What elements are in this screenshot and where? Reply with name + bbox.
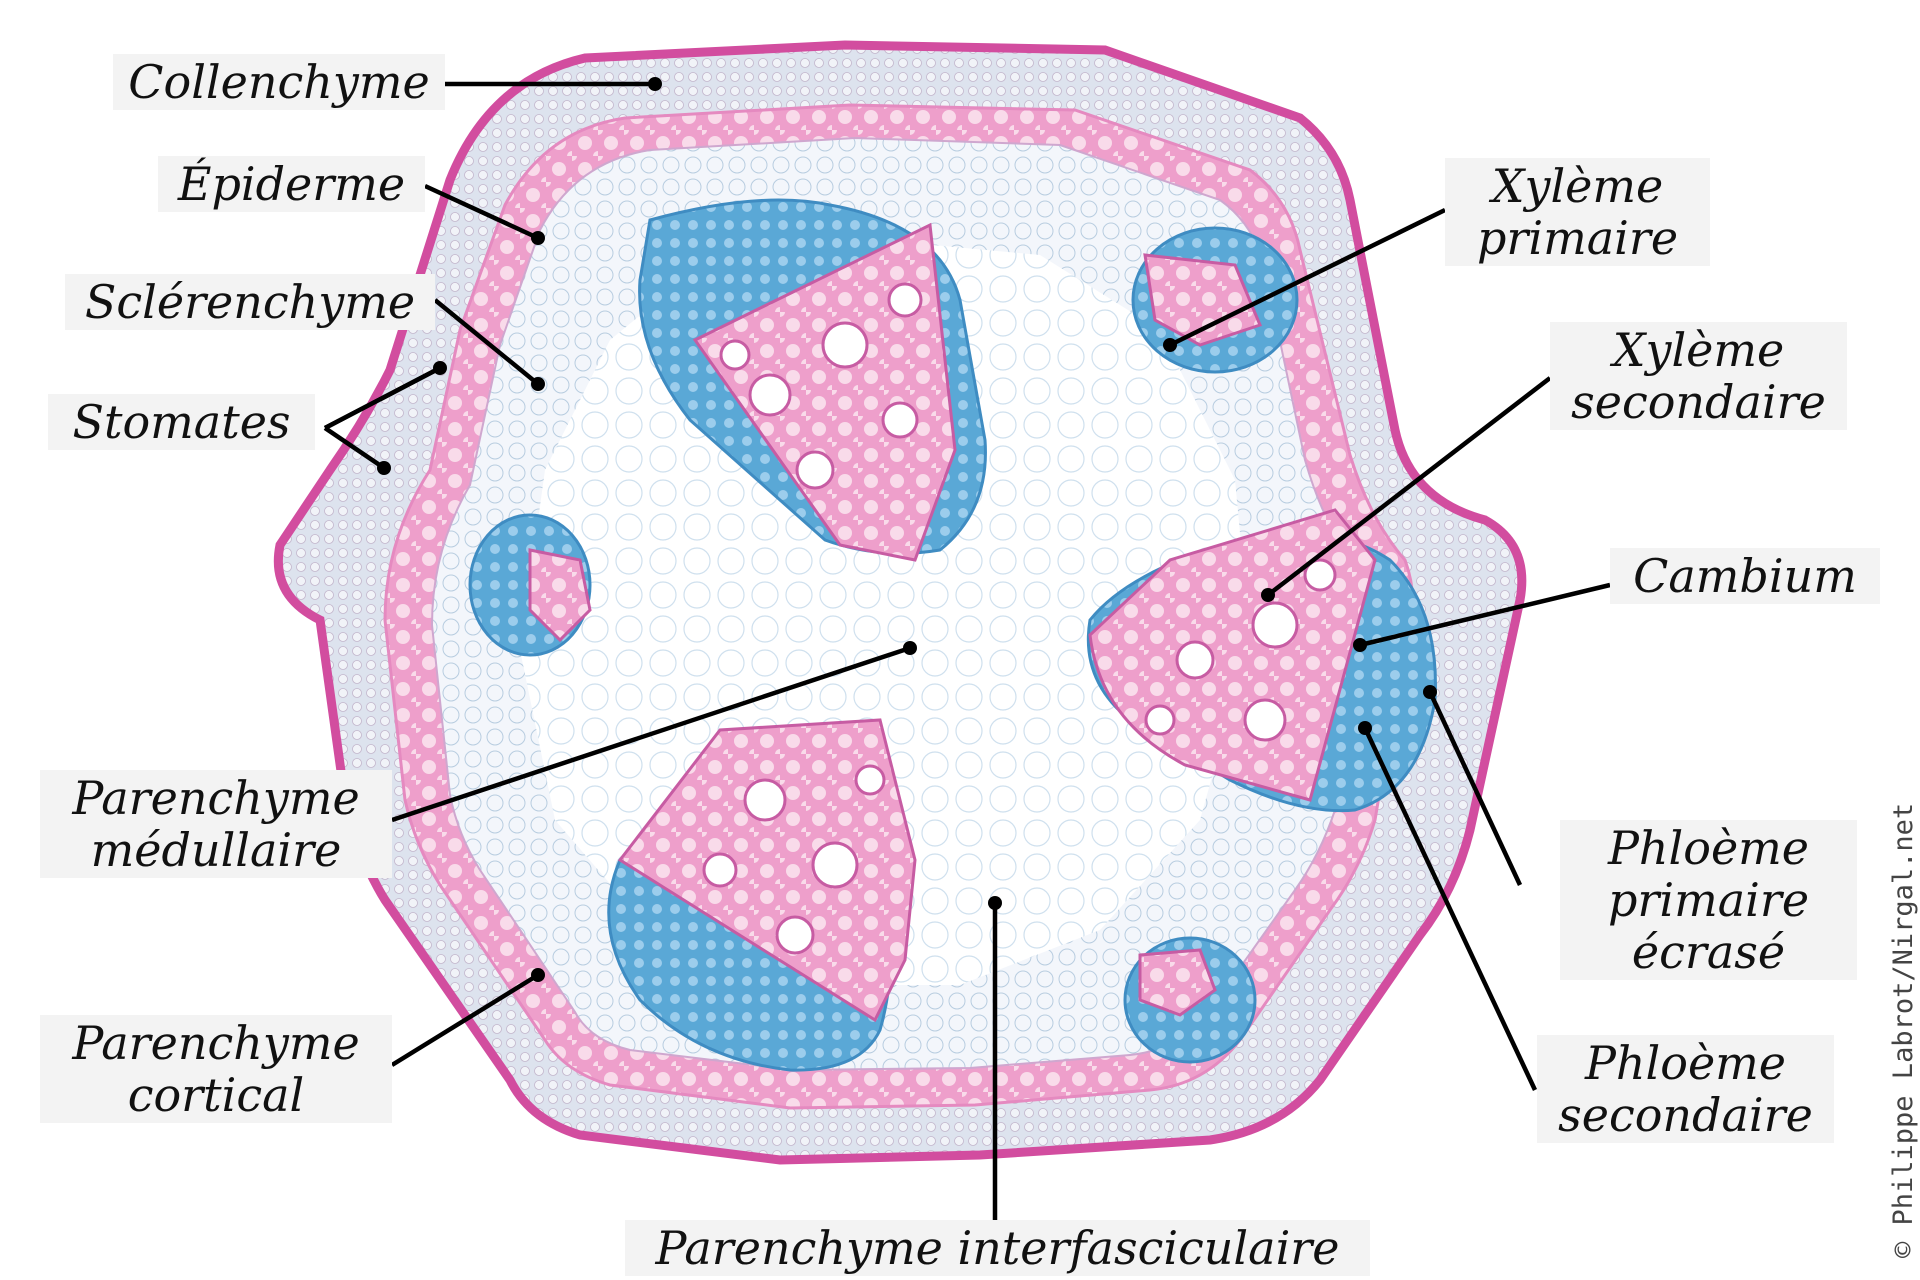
- label-phloeme-secondaire: Phloème secondaire: [1537, 1035, 1834, 1143]
- vascular-bundle-small-lower-right: [1123, 936, 1257, 1064]
- label-parenchyme-medullaire: Parenchyme médullaire: [40, 770, 392, 878]
- label-phloeme-primaire-line1: Phloème: [1607, 821, 1810, 875]
- label-sclerenchyme-text: Sclérenchyme: [84, 275, 416, 329]
- vascular-bundle-right: [1086, 508, 1437, 813]
- label-phloeme-secondaire-line2: secondaire: [1558, 1088, 1813, 1142]
- label-parenchyme-medullaire-line1: Parenchyme: [72, 771, 360, 825]
- label-epiderme-text: Épiderme: [177, 157, 406, 211]
- label-stomates-text: Stomates: [72, 395, 291, 449]
- label-collenchyme-text: Collenchyme: [128, 55, 430, 109]
- label-collenchyme: Collenchyme: [113, 54, 445, 110]
- label-xyleme-primaire-line1: Xylème: [1491, 159, 1664, 213]
- label-parenchyme-cortical-line1: Parenchyme: [72, 1016, 360, 1070]
- vascular-bundle-lower-left: [607, 718, 917, 1072]
- copyright-credit: © Philippe Labrot/Nirgal.net: [1888, 802, 1919, 1258]
- label-xyleme-primaire: Xylème primaire: [1445, 158, 1710, 266]
- label-parenchyme-cortical: Parenchyme cortical: [40, 1015, 392, 1123]
- leader-dots: [377, 77, 1437, 982]
- label-phloeme-primaire-line3: écrasé: [1631, 925, 1786, 979]
- label-xyleme-secondaire-line2: secondaire: [1571, 375, 1826, 429]
- label-sclerenchyme: Sclérenchyme: [65, 274, 435, 330]
- label-phloeme-secondaire-line1: Phloème: [1584, 1036, 1787, 1090]
- label-phloeme-primaire: Phloème primaire écrasé: [1560, 820, 1857, 980]
- label-xyleme-secondaire: Xylème secondaire: [1550, 322, 1847, 430]
- label-stomates: Stomates: [48, 394, 315, 450]
- label-cambium-text: Cambium: [1633, 549, 1857, 603]
- vascular-bundle-small-upper-right: [1131, 226, 1299, 374]
- label-epiderme: Épiderme: [158, 156, 425, 212]
- label-xyleme-primaire-line2: primaire: [1476, 211, 1679, 265]
- label-phloeme-primaire-line2: primaire: [1607, 873, 1810, 927]
- vascular-bundle-small-left: [468, 513, 592, 657]
- label-parenchyme-interfasciculaire: Parenchyme interfasciculaire: [625, 1220, 1370, 1276]
- label-parenchyme-medullaire-line2: médullaire: [90, 823, 342, 877]
- label-parenchyme-cortical-line2: cortical: [127, 1068, 305, 1122]
- leader-lines: [323, 81, 1611, 1253]
- vascular-bundle-upper-left: [638, 198, 987, 562]
- label-cambium: Cambium: [1610, 548, 1880, 604]
- label-parenchyme-interfasciculaire-text: Parenchyme interfasciculaire: [655, 1221, 1340, 1275]
- label-xyleme-secondaire-line1: Xylème: [1612, 323, 1785, 377]
